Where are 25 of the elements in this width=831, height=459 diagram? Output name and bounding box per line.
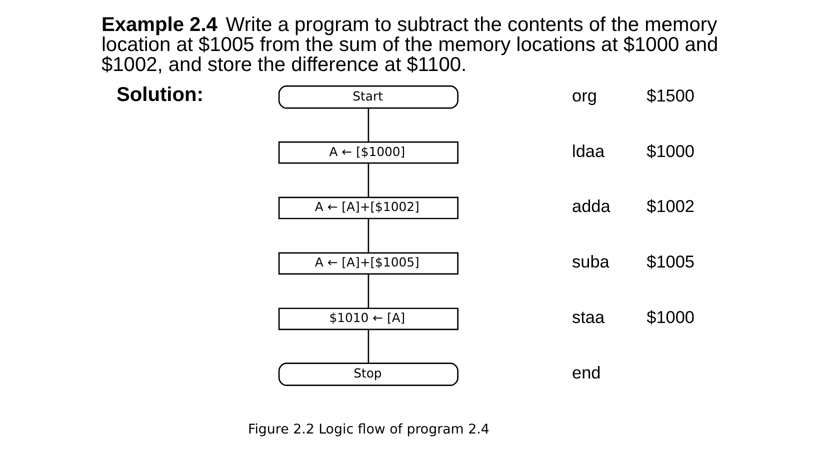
connector <box>367 218 369 253</box>
node-box: A ← [A]+[$1002] <box>278 196 458 220</box>
label: org <box>572 85 596 106</box>
label: $1002 <box>646 196 694 216</box>
label: suba <box>572 252 609 272</box>
node-box: A ← [A]+[$1005] <box>278 252 458 275</box>
label: Solution: <box>116 84 203 106</box>
caption: Figure 2.2 Logic flow of program 2.4 <box>247 422 489 438</box>
connector <box>367 274 369 308</box>
node-box: Start <box>278 85 458 109</box>
connector <box>367 163 369 198</box>
label: end <box>572 362 600 383</box>
label: adda <box>572 196 610 216</box>
node-box: $1010 ← [A] <box>278 308 458 330</box>
node-box: A ← [$1000] <box>278 141 458 164</box>
label: $1000 <box>646 307 694 328</box>
label: $1005 <box>646 252 694 272</box>
diagram-title: Example 2.4 Write a program to subtract the contents of the memory location at $1005 from the sum of the memory locations at $1000 and $1002, and store the difference at $1100. <box>100 14 718 76</box>
label: $1500 <box>646 85 694 106</box>
connector <box>367 329 369 364</box>
label: ldaa <box>572 140 604 161</box>
label: $1000 <box>646 140 694 161</box>
node-box: Stop <box>278 362 458 386</box>
label: staa <box>572 307 604 328</box>
connector <box>367 108 369 142</box>
